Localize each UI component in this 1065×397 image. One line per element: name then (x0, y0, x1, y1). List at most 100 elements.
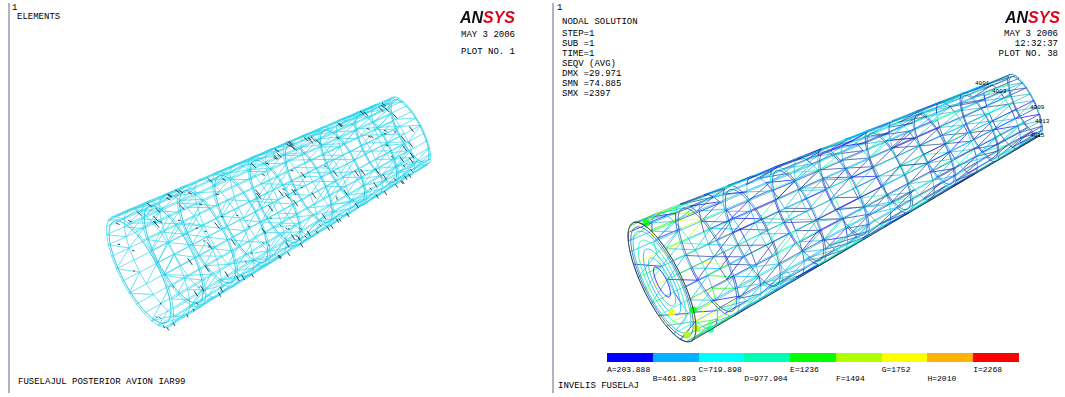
mesh-line (701, 221, 704, 232)
stiffener-mark (307, 231, 310, 236)
mesh-line (760, 234, 766, 245)
stiffener-mark (324, 165, 326, 167)
stiffener-mark (355, 171, 359, 177)
mesh-line (335, 172, 352, 181)
stiffener-mark (156, 316, 157, 317)
mesh-line (204, 225, 209, 236)
mesh-line (723, 194, 724, 202)
mesh-line (177, 183, 196, 196)
stiffener-mark (384, 133, 387, 134)
stiffener-mark (379, 108, 383, 112)
mesh-line (371, 151, 375, 160)
stiffener-mark (319, 224, 321, 226)
mesh-line (396, 151, 408, 167)
mesh-line (179, 183, 197, 191)
mesh-line (284, 225, 295, 241)
mesh-line (652, 221, 676, 231)
mesh-line (747, 170, 772, 185)
mesh-line (791, 275, 796, 277)
mesh-line (785, 208, 813, 209)
stiffener-mark (286, 228, 288, 229)
mesh-line (724, 186, 727, 189)
mesh-line (142, 219, 144, 229)
mesh-line (800, 220, 818, 242)
mesh-line (107, 235, 109, 245)
stiffener-mark (367, 128, 370, 129)
stiffener-mark (401, 181, 403, 184)
mesh-line (782, 261, 804, 273)
mesh-line (708, 276, 734, 277)
mesh-line (673, 250, 695, 260)
mesh-line (374, 160, 391, 170)
mesh-line (373, 108, 390, 122)
stiffener-mark (163, 325, 165, 327)
mesh-line (358, 130, 376, 138)
mesh-line (389, 99, 391, 103)
stiffener-mark (252, 274, 254, 277)
stiffener-mark (207, 178, 212, 182)
stiffener-mark (208, 246, 210, 247)
mesh-line (727, 279, 734, 288)
mesh-line (730, 303, 752, 316)
mesh-line (400, 171, 404, 174)
mesh-line (400, 126, 404, 134)
stiffener-mark (154, 222, 159, 228)
mesh-line (334, 159, 355, 160)
mesh-line (204, 264, 228, 265)
mesh-line (171, 275, 188, 285)
mesh-line (723, 189, 724, 194)
mesh-line (347, 203, 365, 216)
mesh-line (374, 153, 386, 170)
mesh-line (737, 245, 743, 256)
mesh-line (161, 187, 182, 198)
mesh-line (355, 111, 372, 115)
stiffener-mark (394, 131, 395, 133)
mesh-line (214, 179, 230, 196)
stiffener-mark (410, 153, 414, 158)
mesh-line (191, 305, 197, 307)
mesh-line (252, 242, 268, 251)
stiffener-mark (262, 174, 265, 175)
mesh-line (107, 220, 109, 226)
stiffener-mark (316, 140, 321, 145)
mesh-line (126, 237, 129, 248)
mesh-line (221, 256, 228, 264)
mesh-line (343, 204, 355, 216)
mesh-line (681, 243, 709, 244)
mesh-line (651, 223, 652, 231)
mesh-line (429, 159, 431, 163)
mesh-line (654, 213, 676, 217)
mesh-line (256, 181, 270, 199)
mesh-line (158, 315, 174, 325)
mesh-line (763, 264, 779, 283)
stiffener-mark (236, 215, 238, 217)
mesh-line (372, 194, 376, 195)
mesh-line (323, 199, 329, 206)
stiffener-mark (400, 157, 404, 162)
mesh-line (367, 181, 384, 191)
mesh-line (354, 124, 355, 131)
mesh-line (195, 187, 213, 195)
mesh-line (699, 189, 724, 204)
mesh-line (755, 223, 760, 234)
mesh-line (239, 208, 244, 218)
mesh-line (361, 130, 375, 147)
mesh-line (154, 295, 161, 304)
mesh-line (226, 227, 232, 237)
stiffener-mark (280, 224, 282, 226)
mesh-line (220, 283, 236, 293)
stiffener-mark (221, 216, 223, 217)
mesh-line (785, 258, 807, 271)
mesh-line (340, 112, 361, 120)
mesh-line (247, 165, 248, 172)
mesh-line (267, 172, 270, 181)
mesh-line (213, 172, 231, 180)
mesh-line (351, 194, 372, 201)
stiffener-mark (336, 137, 339, 139)
mesh-line (357, 179, 362, 185)
mesh-line (244, 218, 250, 228)
mesh-line (143, 198, 161, 206)
mesh-line (733, 218, 762, 219)
mesh-line (756, 208, 763, 218)
stiffener-mark (167, 195, 171, 198)
